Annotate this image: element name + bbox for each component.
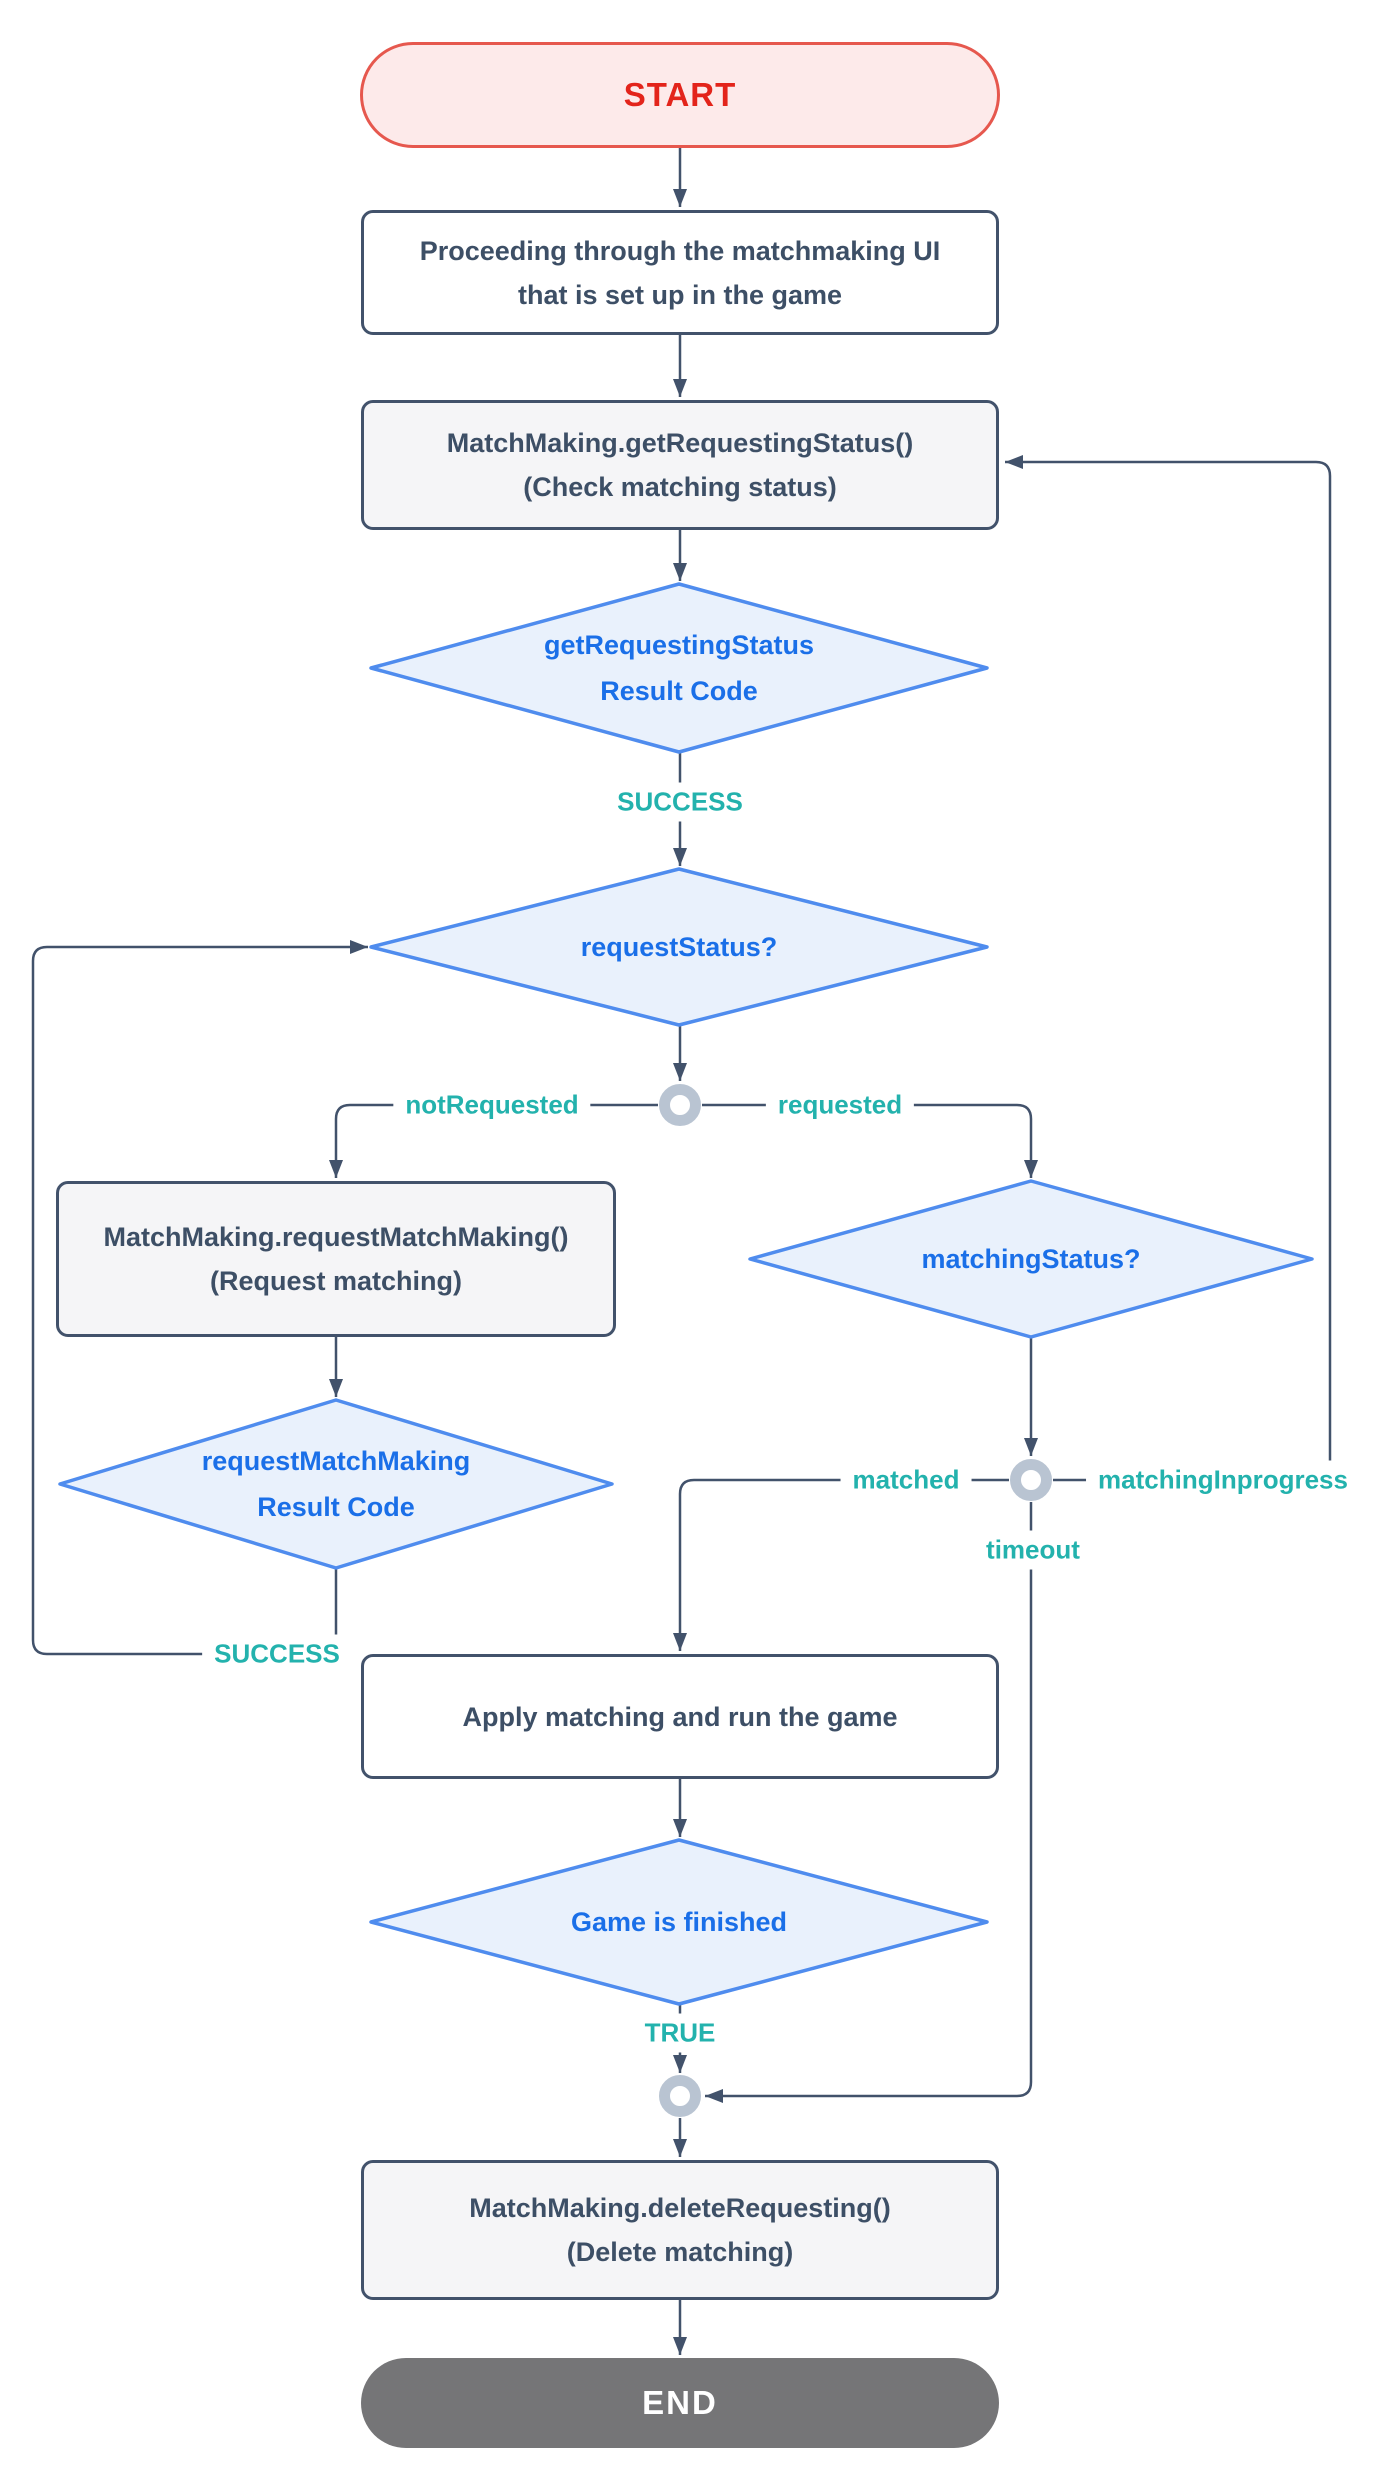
proceed-ui-node: Proceeding through the matchmaking UI th… (361, 210, 999, 335)
edge-label-not-requested: notRequested (393, 1085, 591, 1125)
end-label: END (642, 2384, 718, 2421)
decision-request-status (369, 867, 989, 1027)
request-matchmaking-line1: MatchMaking.requestMatchMaking() (103, 1222, 569, 1252)
decision-request-matchmaking-result (58, 1398, 614, 1570)
edge-label-requested: requested (765, 1085, 915, 1125)
request-matchmaking-result-line1: requestMatchMaking (201, 1446, 471, 1476)
connector-matching-status (1010, 1459, 1052, 1501)
request-matchmaking-result-line2: Result Code (257, 1492, 415, 1522)
get-requesting-status-result-line2: Result Code (600, 676, 758, 706)
decision-get-requesting-status-result (369, 582, 989, 754)
edge-requested (702, 1103, 1038, 1178)
proceed-ui-line2: that is set up in the game (517, 279, 843, 310)
request-matchmaking-node: MatchMaking.requestMatchMaking() (Reques… (56, 1181, 616, 1337)
edge-timeout (705, 1502, 1033, 2103)
matching-status-text: matchingStatus? (921, 1244, 1141, 1274)
get-requesting-status-line2: (Check matching status) (523, 472, 837, 502)
edge-label-success-after-get-status: SUCCESS (605, 782, 755, 822)
edge-label-true: TRUE (632, 2013, 728, 2053)
edge-label-success-after-request: SUCCESS (202, 1634, 352, 1674)
apply-matching-node: Apply matching and run the game (361, 1654, 999, 1779)
edge-label-matching-inprogress: matchingInprogress (1086, 1460, 1360, 1500)
end-node: END (361, 2358, 999, 2448)
delete-requesting-line2: (Delete matching) (566, 2237, 794, 2267)
connector-request-status (659, 1084, 701, 1126)
request-status-text: requestStatus? (580, 932, 778, 962)
start-label: START (623, 76, 737, 113)
game-is-finished-text: Game is finished (570, 1907, 788, 1937)
delete-requesting-node: MatchMaking.deleteRequesting() (Delete m… (361, 2160, 999, 2300)
edge-notrequested (329, 1103, 658, 1178)
edge-label-timeout: timeout (974, 1530, 1092, 1570)
apply-matching-label: Apply matching and run the game (462, 1701, 898, 1732)
request-matchmaking-line2: (Request matching) (209, 1266, 463, 1296)
decision-matching-status (748, 1179, 1314, 1339)
edge-label-matched: matched (840, 1460, 972, 1500)
decision-game-is-finished (369, 1838, 989, 2006)
get-requesting-status-result-line1: getRequestingStatus (543, 630, 815, 660)
get-requesting-status-result-text: getRequestingStatus Result Code (544, 622, 814, 714)
start-node: START (360, 42, 1000, 148)
proceed-ui-line1: Proceeding through the matchmaking UI (419, 235, 941, 266)
edge-matched (673, 1478, 1009, 1651)
request-matchmaking-result-text: requestMatchMaking Result Code (202, 1438, 471, 1530)
delete-requesting-line1: MatchMaking.deleteRequesting() (469, 2193, 891, 2223)
connector-before-delete (659, 2075, 701, 2117)
get-requesting-status-node: MatchMaking.getRequestingStatus() (Check… (361, 400, 999, 530)
get-requesting-status-line1: MatchMaking.getRequestingStatus() (446, 428, 914, 458)
